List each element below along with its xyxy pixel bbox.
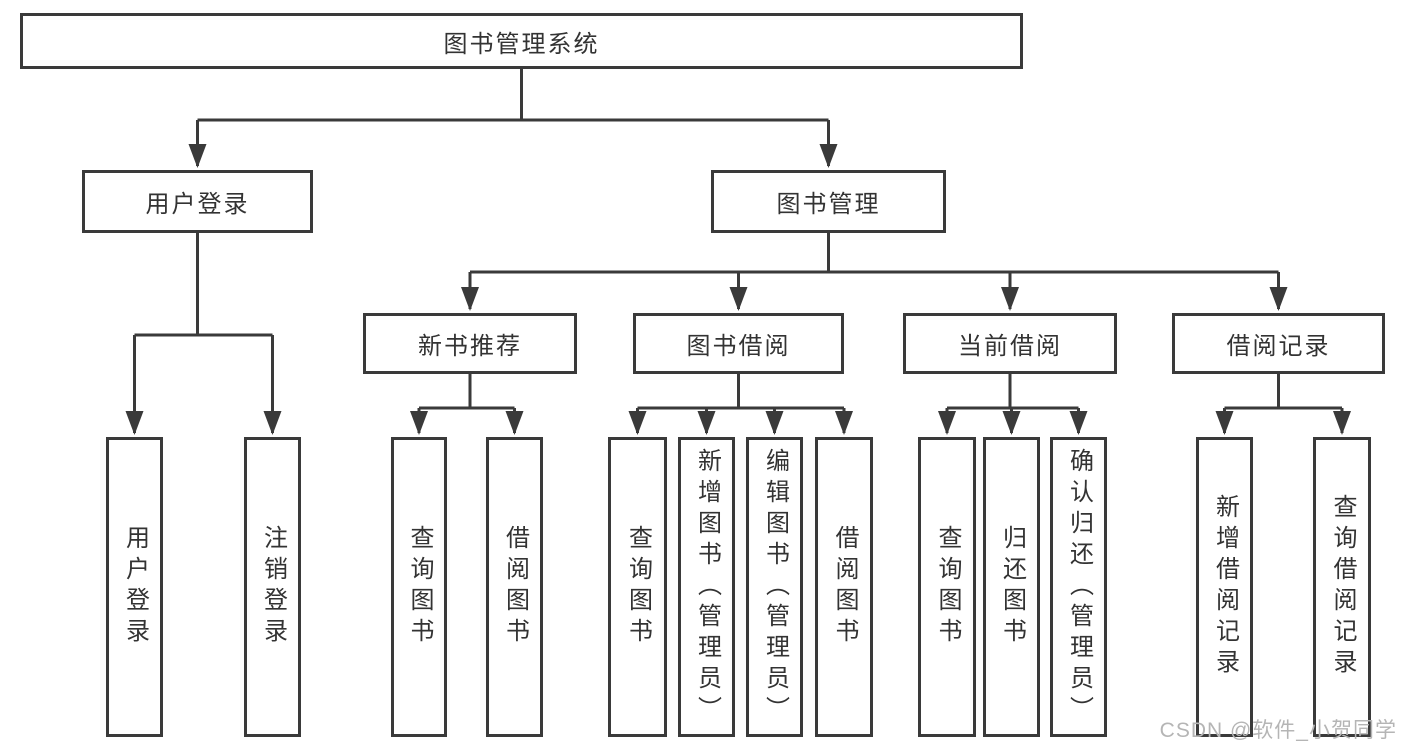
leaf-add-book-admin: 新增图书（管理员） — [678, 437, 735, 737]
leaf-add-book-admin-label: 新增图书（管理员） — [693, 447, 721, 727]
node-book-management: 图书管理 — [711, 170, 946, 233]
leaf-query-books-current-label: 查询图书 — [934, 525, 961, 649]
leaf-return-book: 归还图书 — [983, 437, 1040, 737]
leaf-query-books-recommend: 查询图书 — [391, 437, 447, 737]
node-new-book-recommend: 新书推荐 — [363, 313, 577, 374]
node-current-borrowing-label: 当前借阅 — [958, 333, 1062, 360]
node-root-label: 图书管理系统 — [443, 30, 600, 58]
leaf-borrow-books-recommend-label: 借阅图书 — [501, 525, 529, 649]
node-current-borrowing: 当前借阅 — [903, 313, 1117, 374]
leaf-user-login: 用户登录 — [106, 437, 163, 737]
leaf-add-borrow-record-label: 新增借阅记录 — [1211, 494, 1239, 680]
leaf-confirm-return-admin: 确认归还（管理员） — [1050, 437, 1107, 737]
node-book-borrowing-label: 图书借阅 — [686, 333, 791, 360]
node-user-login-label: 用户登录 — [145, 191, 250, 218]
leaf-query-borrow-record: 查询借阅记录 — [1313, 437, 1371, 737]
leaf-query-books-borrow-label: 查询图书 — [624, 525, 652, 649]
watermark: CSDN @软件_小贺同学 — [1159, 719, 1397, 742]
leaf-query-books-current: 查询图书 — [918, 437, 976, 737]
leaf-logout-label: 注销登录 — [259, 525, 287, 649]
leaf-add-borrow-record: 新增借阅记录 — [1196, 437, 1253, 737]
leaf-borrow-books-recommend: 借阅图书 — [486, 437, 543, 737]
leaf-borrow-books-borrow-label: 借阅图书 — [831, 525, 858, 649]
leaf-query-books-borrow: 查询图书 — [608, 437, 667, 737]
leaf-return-book-label: 归还图书 — [998, 525, 1026, 649]
node-new-book-recommend-label: 新书推荐 — [418, 333, 522, 360]
node-root: 图书管理系统 — [20, 13, 1023, 69]
node-book-borrowing: 图书借阅 — [633, 313, 844, 374]
leaf-confirm-return-admin-label: 确认归还（管理员） — [1065, 447, 1093, 727]
node-book-management-label: 图书管理 — [776, 191, 881, 218]
leaf-user-login-label: 用户登录 — [121, 525, 149, 649]
node-borrowing-records: 借阅记录 — [1172, 313, 1385, 374]
leaf-edit-book-admin-label: 编辑图书（管理员） — [761, 447, 789, 727]
node-user-login: 用户登录 — [82, 170, 313, 233]
leaf-query-borrow-record-label: 查询借阅记录 — [1329, 494, 1356, 680]
leaf-borrow-books-borrow: 借阅图书 — [815, 437, 873, 737]
leaf-logout: 注销登录 — [244, 437, 301, 737]
leaf-query-books-recommend-label: 查询图书 — [406, 525, 433, 649]
node-borrowing-records-label: 借阅记录 — [1226, 333, 1331, 360]
leaf-edit-book-admin: 编辑图书（管理员） — [746, 437, 803, 737]
